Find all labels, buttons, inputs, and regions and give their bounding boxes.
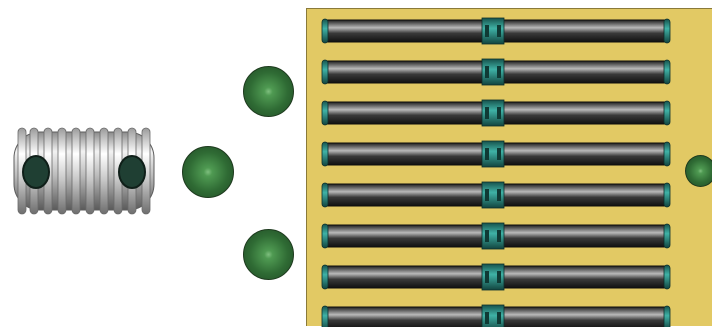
pipe-end-cap-left (321, 264, 329, 290)
pipe-end-cap-left (321, 59, 329, 85)
pipe-coupler (481, 181, 505, 209)
pipe-row (321, 99, 671, 127)
coupler-slot (485, 189, 489, 201)
pipe-row (321, 140, 671, 168)
pipe-end-cap-left (321, 182, 329, 208)
tank-rib (85, 127, 95, 215)
coupler-slot (497, 230, 501, 242)
tank-port-left (22, 155, 50, 189)
coupler-slot (497, 189, 501, 201)
coupler-slot (497, 148, 501, 160)
pipe-coupler (481, 17, 505, 45)
coupler-slot (485, 312, 489, 324)
corrugated-tank-icon (13, 127, 155, 215)
pipe-end-cap-left (321, 305, 329, 327)
tank-rib (57, 127, 67, 215)
pipe-end-cap-right (663, 305, 671, 327)
coupler-slot (497, 25, 501, 37)
tank-port-right (118, 155, 146, 189)
pipe-row (321, 263, 671, 291)
coupler-slot (485, 148, 489, 160)
coupler-slot (485, 66, 489, 78)
inlet-ball-bottom (243, 229, 294, 280)
pipe-end-cap-right (663, 59, 671, 85)
coupler-slot (485, 271, 489, 283)
pipe-coupler (481, 263, 505, 291)
coupler-slot (485, 230, 489, 242)
coupler-slot (485, 107, 489, 119)
pipe-end-cap-right (663, 223, 671, 249)
pipe-end-cap-left (321, 18, 329, 44)
coupler-slot (497, 312, 501, 324)
coupler-slot (497, 107, 501, 119)
pipe-coupler (481, 99, 505, 127)
pipe-rows (321, 17, 671, 327)
outlet-ball (685, 155, 712, 187)
tank-rib (71, 127, 81, 215)
pipe-end-cap-left (321, 100, 329, 126)
pipe-row (321, 304, 671, 327)
inlet-ball-top (243, 66, 294, 117)
coupler-slot (497, 66, 501, 78)
pipe-end-cap-right (663, 18, 671, 44)
drain-field (306, 8, 712, 327)
pipe-end-cap-right (663, 141, 671, 167)
pipe-end-cap-right (663, 182, 671, 208)
pipe-row (321, 222, 671, 250)
pipe-end-cap-left (321, 141, 329, 167)
tank-rib (99, 127, 109, 215)
pipe-end-cap-left (321, 223, 329, 249)
pipe-row (321, 58, 671, 86)
pipe-row (321, 17, 671, 45)
pipe-end-cap-right (663, 100, 671, 126)
pipe-end-cap-right (663, 264, 671, 290)
coupler-slot (485, 25, 489, 37)
inlet-ball-middle (182, 146, 234, 198)
pipe-coupler (481, 222, 505, 250)
pipe-coupler (481, 140, 505, 168)
pipe-coupler (481, 58, 505, 86)
pipe-row (321, 181, 671, 209)
coupler-slot (497, 271, 501, 283)
